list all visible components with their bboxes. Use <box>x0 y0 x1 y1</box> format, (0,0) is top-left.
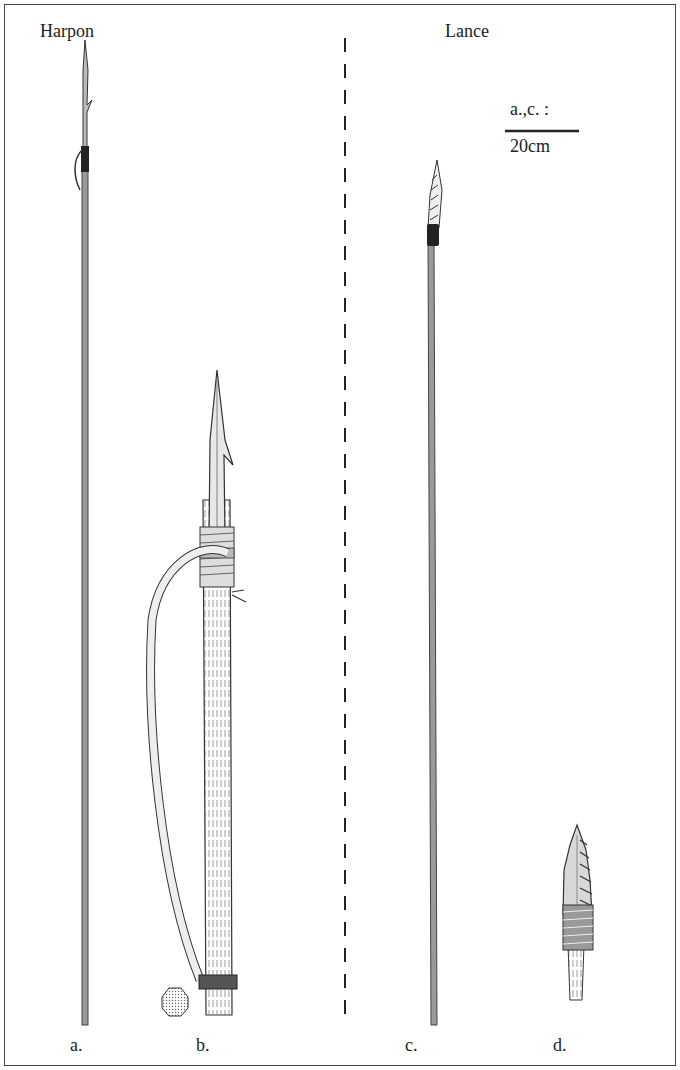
section-title: Harpon <box>40 22 94 42</box>
figure-letter: d. <box>553 1036 567 1056</box>
scale-note: a.,c. : <box>510 100 549 120</box>
figure-letter: c. <box>405 1036 418 1056</box>
scale-value: 20cm <box>510 137 550 157</box>
figure-letter: a. <box>70 1036 83 1056</box>
frame <box>5 5 676 1066</box>
figure-letter: b. <box>196 1036 210 1056</box>
lance-d <box>563 825 593 1000</box>
divider <box>344 38 346 1018</box>
harpoon-b <box>151 370 246 1016</box>
scale-bar <box>505 130 579 133</box>
lance-c <box>427 160 442 1025</box>
harpoon-a <box>75 40 92 1025</box>
section-title: Lance <box>445 22 489 42</box>
